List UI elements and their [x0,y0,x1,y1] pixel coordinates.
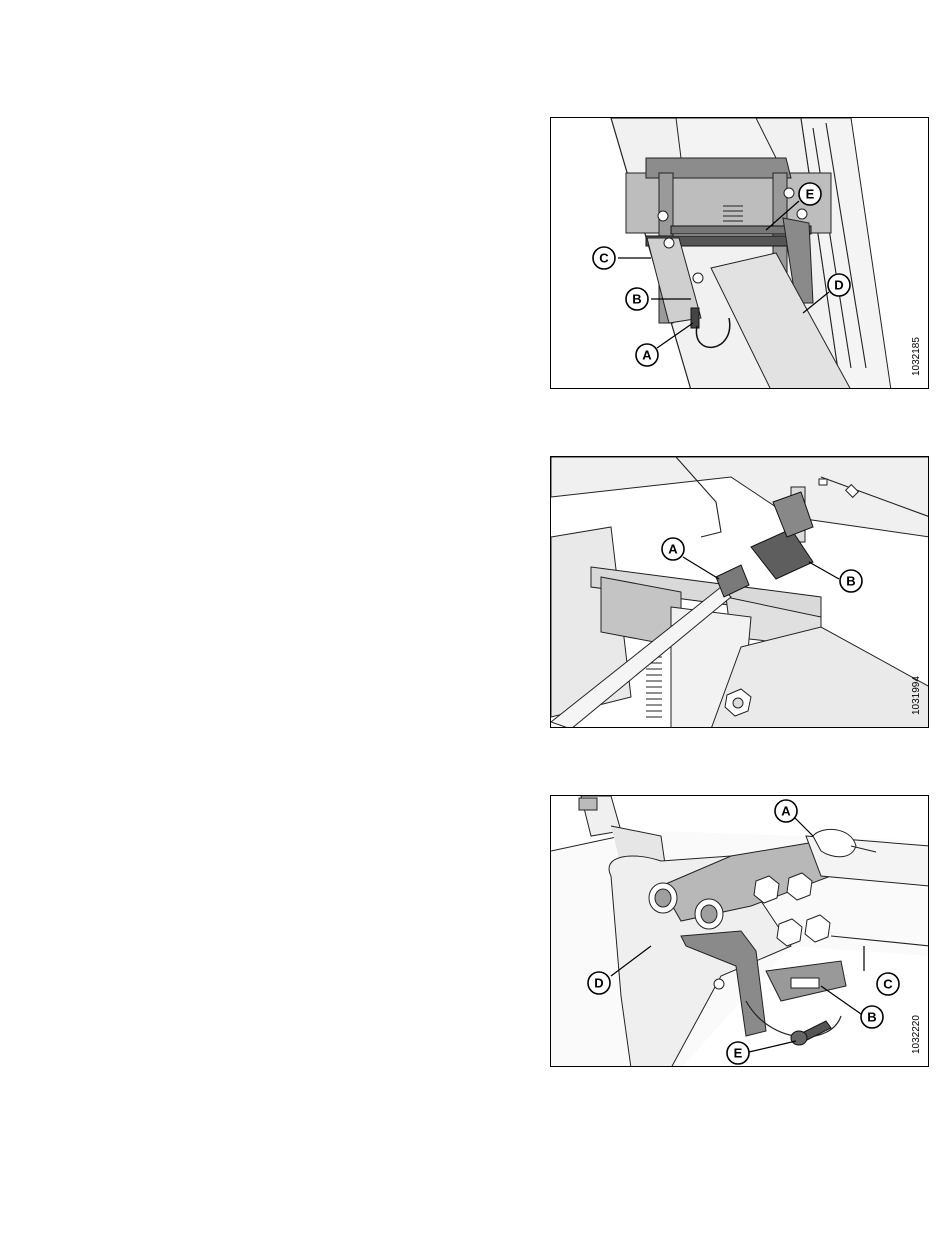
svg-text:C: C [599,251,609,266]
callout-e: E [799,183,821,205]
figure-number: 1032185 [911,337,922,376]
svg-text:E: E [734,1046,743,1061]
svg-text:E: E [806,187,815,202]
figure-3-illustration: A C D B E 1032220 [550,795,929,1067]
callout-a: A [775,800,797,822]
callout-a: A [662,538,684,560]
figure-number: 1032220 [911,1015,922,1054]
svg-text:B: B [846,574,855,589]
figure-3-drawing: A C D B E 1032220 [551,796,929,1067]
svg-text:B: B [867,1010,876,1025]
callout-c: C [593,247,615,269]
svg-text:B: B [632,292,641,307]
svg-text:A: A [781,804,791,819]
callout-a: A [636,344,658,366]
svg-text:D: D [594,976,603,991]
callout-b: B [840,570,862,592]
svg-text:A: A [668,542,678,557]
callout-e: E [727,1042,749,1064]
svg-text:C: C [883,977,893,992]
figure-2-drawing: A B 1031994 [551,457,929,728]
figure-1-illustration: C B A D E 1032185 [550,117,929,389]
callout-b: B [626,288,648,310]
callout-d: D [828,274,850,296]
figure-1-drawing: C B A D E 1032185 [551,118,929,389]
svg-text:A: A [642,348,652,363]
figure-2-illustration: A B 1031994 [550,456,929,728]
svg-text:D: D [834,278,843,293]
callout-d: D [588,972,610,994]
callout-c: C [877,973,899,995]
callout-b: B [861,1006,883,1028]
figure-number: 1031994 [911,676,922,715]
